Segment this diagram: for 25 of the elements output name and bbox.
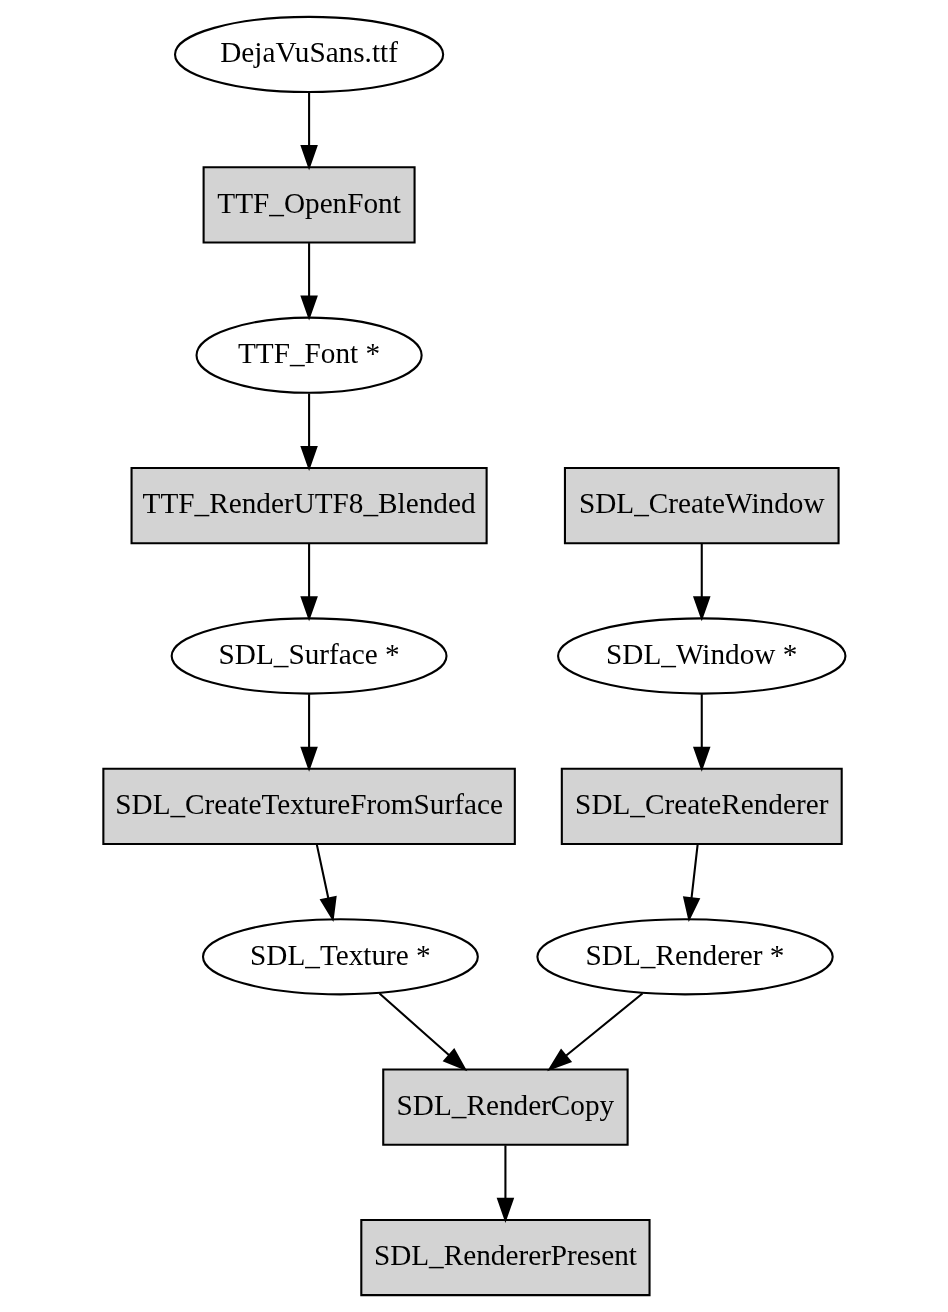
node-box: TTF_OpenFont [202, 166, 416, 244]
node-box: TTF_RenderUTF8_Blended [130, 466, 488, 545]
node-ellipse: TTF_Font * [195, 316, 423, 394]
node-ellipse: SDL_Texture * [201, 918, 479, 996]
arrow [546, 992, 643, 1072]
arrow [692, 694, 711, 772]
node-box: SDL_CreateTextureFromSurface [101, 767, 516, 846]
arrow [496, 1145, 514, 1223]
node-ellipse: SDL_Surface * [170, 617, 448, 695]
arrow [299, 543, 318, 622]
node-box: SDL_CreateWindow [563, 466, 840, 545]
arrow [299, 694, 318, 772]
node-box: SDL_RenderCopy [381, 1068, 629, 1146]
node-ellipse: SDL_Window * [556, 617, 846, 695]
node-ellipse: SDL_Renderer * [535, 918, 834, 996]
arrow [299, 243, 318, 321]
arrow [315, 844, 337, 923]
arrow [299, 92, 318, 171]
arrow [692, 543, 711, 622]
node-ellipse: DejaVuSans.ttf [173, 15, 444, 94]
arrow [682, 844, 700, 923]
node-box: SDL_CreateRenderer [560, 767, 843, 846]
node-box: SDL_RendererPresent [359, 1218, 651, 1297]
arrow [299, 393, 318, 471]
arrow [378, 992, 467, 1072]
